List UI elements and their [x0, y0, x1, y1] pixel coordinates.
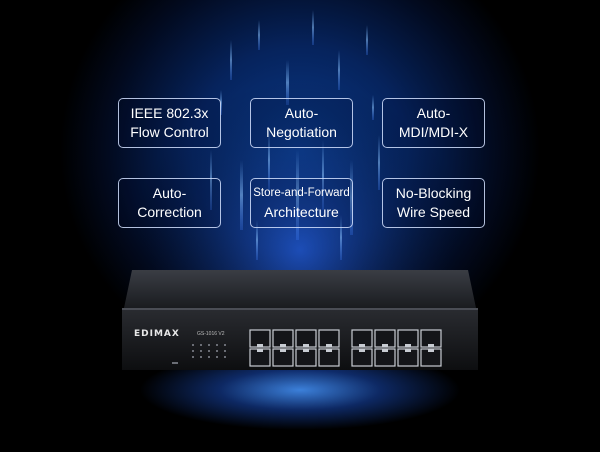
feature-line: Architecture [264, 204, 339, 220]
led-panel [172, 344, 226, 364]
feature-no-blocking: No-Blocking Wire Speed [382, 178, 485, 228]
floor-glow [100, 360, 500, 452]
feature-line: Auto- [152, 185, 187, 201]
brand-logo: EDIMAX [134, 329, 180, 339]
feature-line: Correction [137, 204, 202, 220]
feature-line: Auto- [284, 105, 319, 121]
feature-flow-control: IEEE 802.3x Flow Control [118, 98, 221, 148]
feature-line: Store-and-Forward [253, 187, 350, 199]
model-label: GS-1016 V2 [197, 331, 225, 337]
network-switch [122, 270, 478, 370]
feature-line: No-Blocking [395, 185, 472, 201]
feature-auto-negotiation: Auto- Negotiation [250, 98, 353, 148]
feature-line: IEEE 802.3x [130, 105, 209, 121]
feature-line: Wire Speed [396, 204, 471, 220]
feature-line: Flow Control [130, 124, 209, 140]
feature-line: Negotiation [266, 124, 337, 140]
feature-line: Auto- [416, 105, 451, 121]
feature-line: MDI/MDI-X [398, 124, 469, 140]
feature-auto-mdi: Auto- MDI/MDI-X [382, 98, 485, 148]
feature-auto-correction: Auto- Correction [118, 178, 221, 228]
switch-top [124, 270, 476, 308]
feature-store-and-forward: Store-and-Forward Architecture [250, 178, 353, 228]
